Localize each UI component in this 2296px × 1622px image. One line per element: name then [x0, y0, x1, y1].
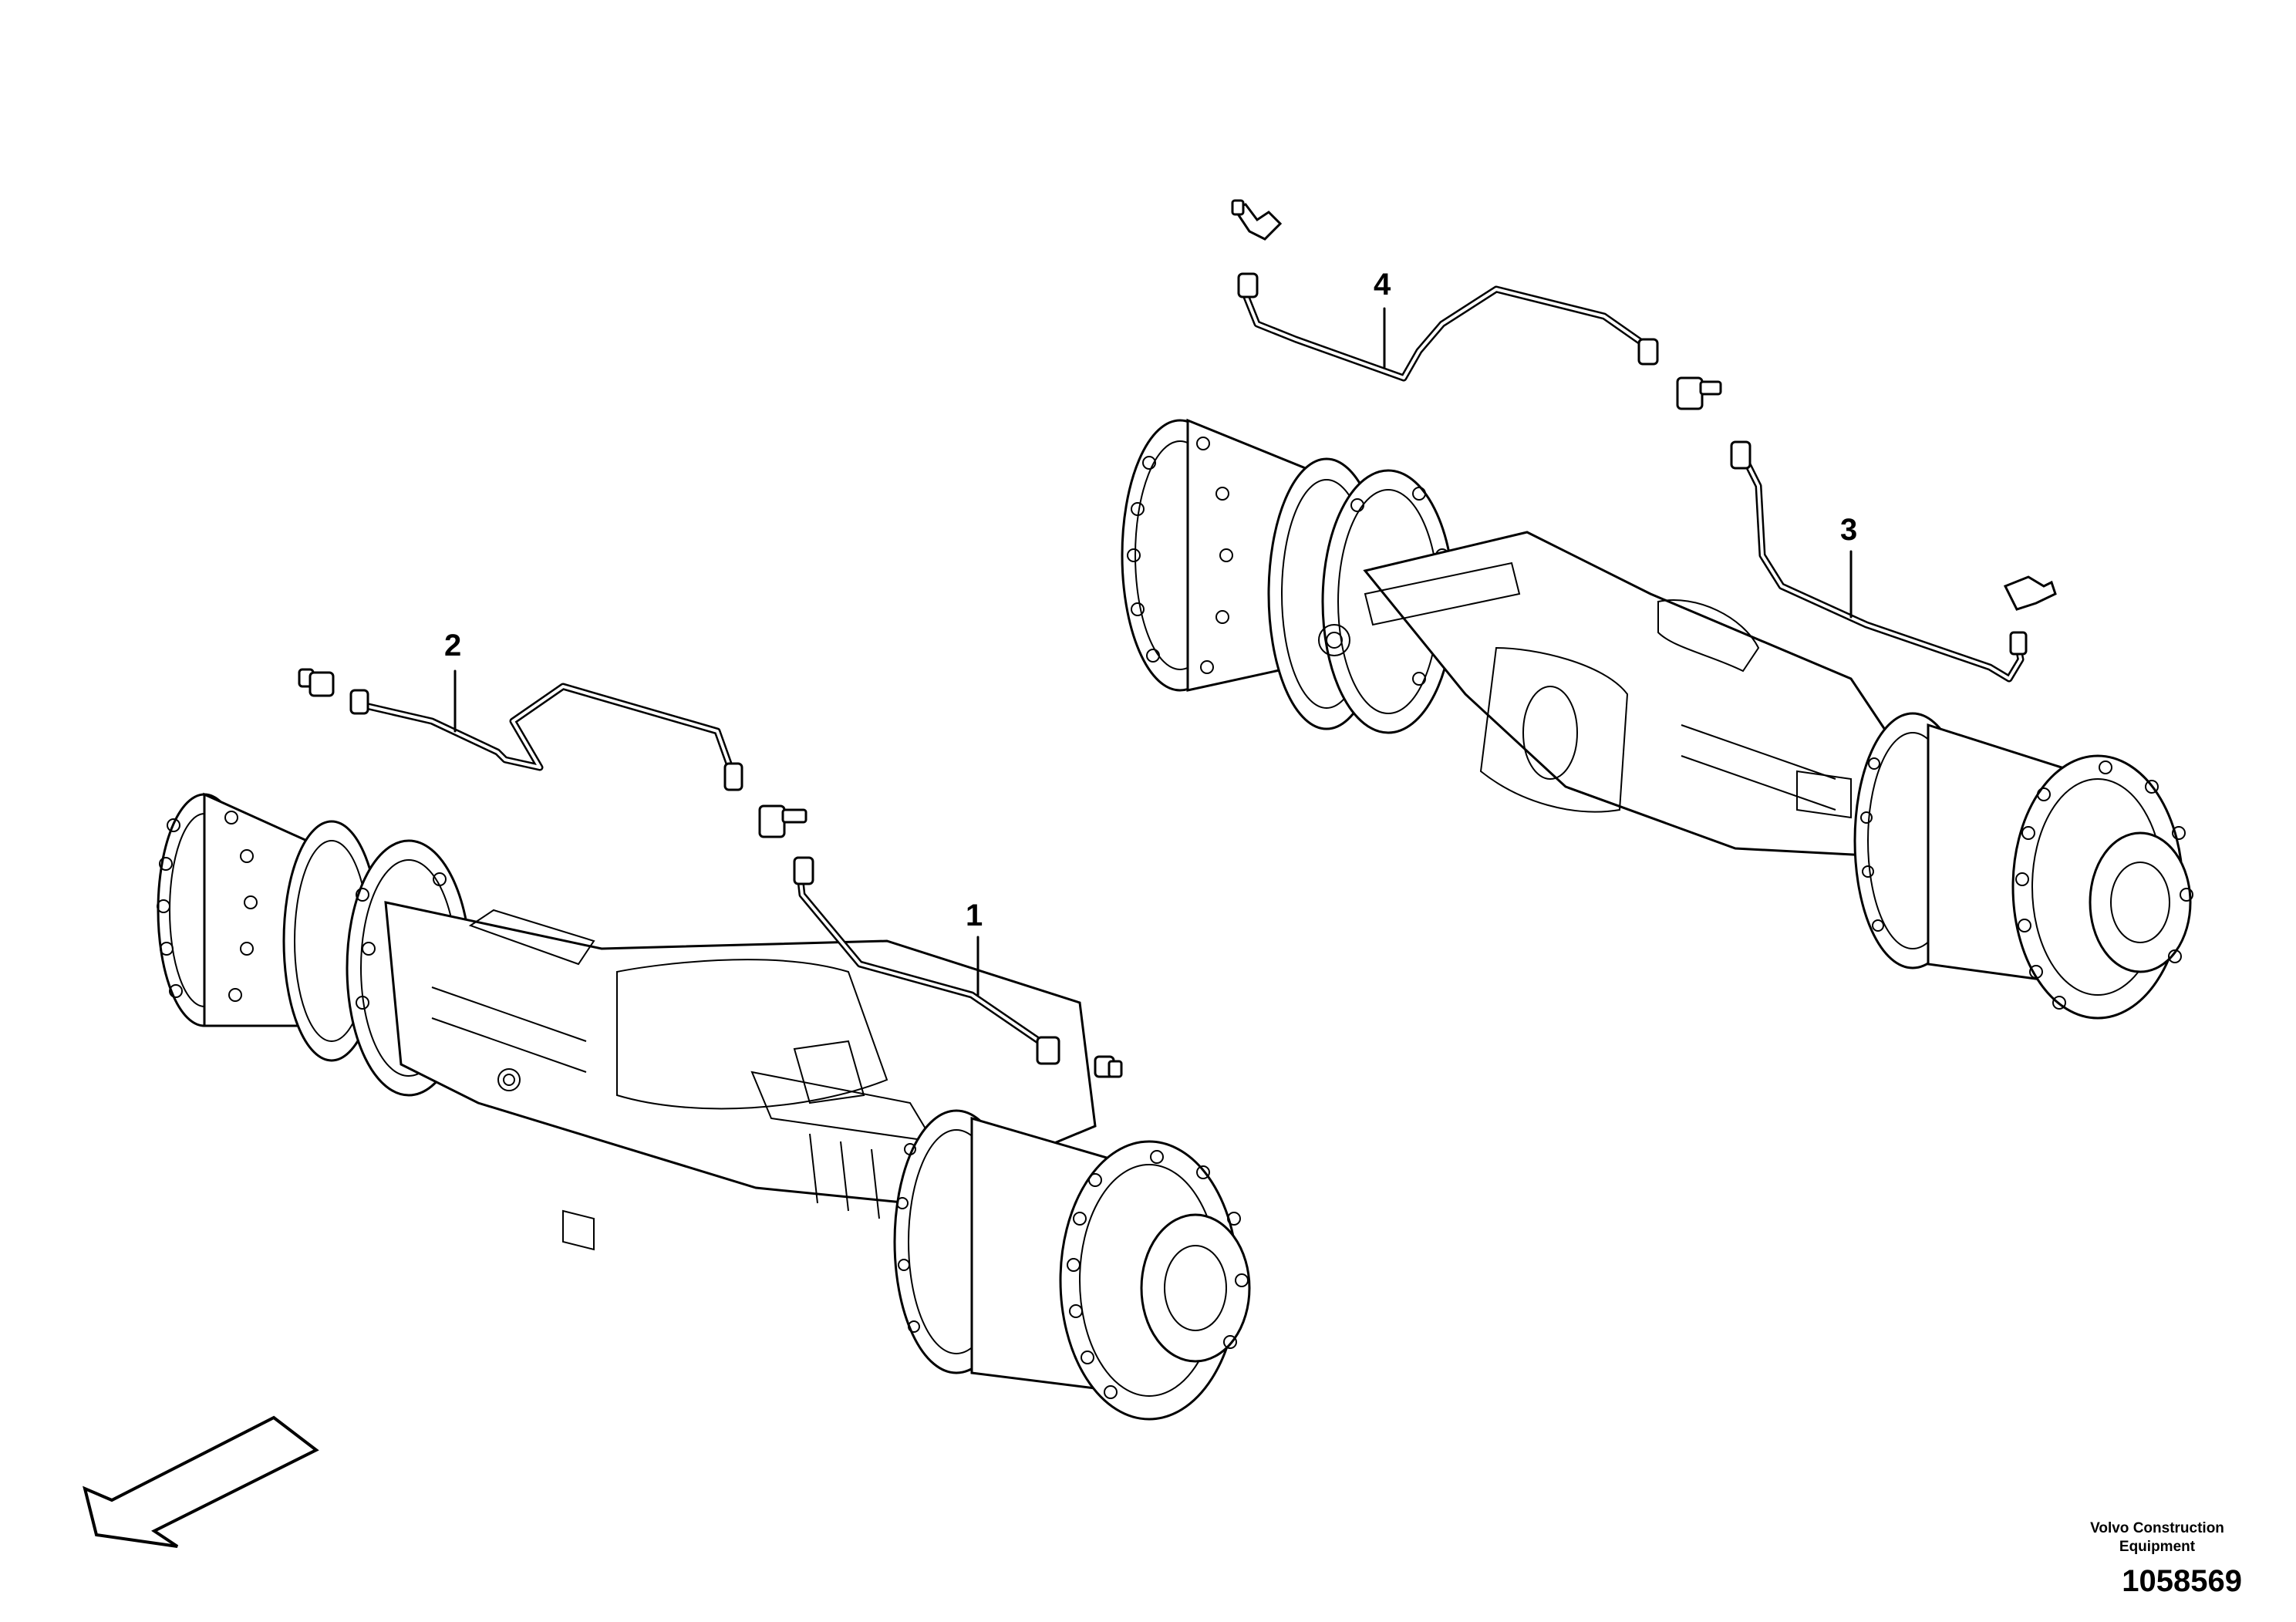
- brand-line-2: Equipment: [2119, 1539, 2196, 1555]
- direction-arrow-icon: [83, 1415, 319, 1548]
- brake-pipe-4: [1238, 282, 1654, 382]
- brand-line-1: Volvo Construction: [2090, 1520, 2224, 1536]
- brand-label: Volvo Construction Equipment: [2065, 1519, 2250, 1556]
- callout-3: 3: [1840, 513, 1857, 547]
- front-axle: [157, 792, 1251, 1421]
- rear-axle: [1121, 418, 2193, 1020]
- brake-pipe-3: [1739, 451, 2025, 683]
- callout-1: 1: [966, 899, 983, 932]
- front-pipe-fittings: [298, 668, 1123, 1078]
- callout-4: 4: [1374, 268, 1391, 302]
- brake-pipe-2: [355, 683, 733, 771]
- callout-leaders: [453, 307, 1853, 996]
- callout-2: 2: [444, 629, 461, 663]
- rear-pipe-fittings: [1231, 199, 2057, 656]
- document-number: 1058569: [2122, 1564, 2242, 1598]
